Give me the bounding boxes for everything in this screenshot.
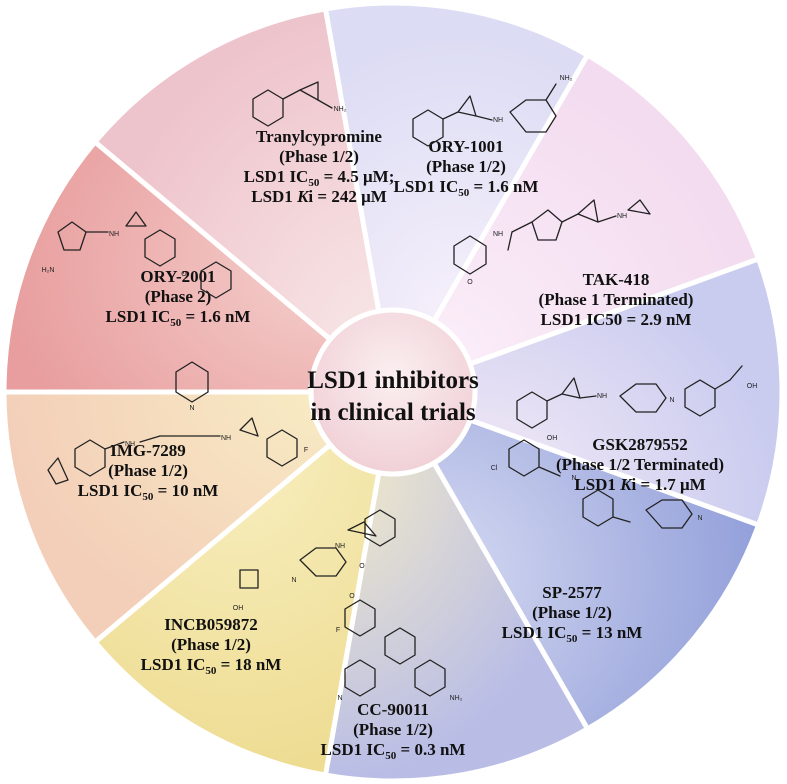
atom-label: N	[697, 515, 702, 522]
drug-phase-img-7289: (Phase 1/2)	[108, 461, 188, 480]
drug-activity-tak-418: LSD1 IC50 = 2.9 nM	[541, 310, 692, 329]
atom-label: N	[189, 405, 194, 412]
atom-label: NH	[335, 543, 345, 550]
drug-phase-tranylcypromine: (Phase 1/2)	[279, 147, 359, 166]
drug-activity-ory-2001: LSD1 IC50 = 1.6 nM	[106, 307, 251, 329]
drug-activity-gsk2879552: LSD1 Ki = 1.7 μM	[574, 475, 705, 494]
drug-name-gsk2879552: GSK2879552	[592, 435, 687, 454]
atom-label: NH₂	[334, 106, 347, 113]
drug-phase-cc-90011: (Phase 1/2)	[353, 720, 433, 739]
drug-name-sp-2577: SP-2577	[542, 583, 602, 602]
structure-tranylcypromine: NH₂	[252, 81, 347, 127]
drug-name-tak-418: TAK-418	[583, 270, 650, 289]
atom-label: N	[669, 397, 674, 404]
center-circle	[308, 307, 478, 477]
drug-name-img-7289: IMG-7289	[110, 441, 186, 460]
drug-activity-incb059872: LSD1 IC50 = 18 nM	[141, 655, 282, 677]
drug-activity-sp-2577: LSD1 IC50 = 13 nM	[502, 623, 643, 645]
atom-label: NH	[597, 393, 607, 400]
structure-img-7289: NH N NH F	[47, 361, 308, 485]
atom-label: O	[359, 563, 365, 570]
drug-phase-ory-1001: (Phase 1/2)	[426, 157, 506, 176]
drug-activity-img-7289: LSD1 IC50 = 10 nM	[78, 481, 219, 503]
atom-label: OH	[233, 605, 244, 612]
atom-label: N	[571, 475, 576, 482]
atom-label: Cl	[491, 465, 498, 472]
atom-label: NH	[493, 117, 503, 124]
atom-label: NH	[125, 441, 135, 448]
drug-activity-cc-90011: LSD1 IC50 = 0.3 nM	[321, 740, 466, 762]
center-title-line2: in clinical trials	[310, 399, 476, 426]
atom-label: N	[291, 577, 296, 584]
atom-label: O	[181, 271, 187, 278]
structure-tak-418: NH NH O	[453, 199, 651, 286]
center-title-line1: LSD1 inhibitors	[307, 367, 479, 394]
atom-label: O	[467, 279, 473, 286]
drug-activity-tranylcypromine: LSD1 Ki = 242 μM	[251, 187, 387, 206]
drug-phase-incb059872: (Phase 1/2)	[171, 635, 251, 654]
structure-incb059872: NH N O OH	[233, 509, 396, 612]
drug-phase-tak-418: (Phase 1 Terminated)	[539, 290, 694, 309]
drug-activity-ory-1001: LSD1 IC50 = 1.6 nM	[394, 177, 539, 199]
atom-label: OH	[547, 435, 558, 442]
drug-activity-tranylcypromine: LSD1 IC50 = 4.5 μM;	[244, 167, 395, 189]
drug-name-cc-90011: CC-90011	[357, 700, 429, 719]
drug-phase-gsk2879552: (Phase 1/2 Terminated)	[556, 455, 724, 474]
atom-label: NH	[617, 213, 627, 220]
structure-sp-2577: Cl OH N N	[491, 435, 703, 529]
atom-label: O	[349, 593, 355, 600]
drug-name-incb059872: INCB059872	[164, 615, 258, 634]
drug-name-ory-1001: ORY-1001	[428, 137, 503, 156]
atom-label: OH	[747, 383, 758, 390]
atom-label: NH	[109, 231, 119, 238]
structure-ory-1001: NH NH₂	[412, 75, 573, 147]
atom-label: NH	[221, 435, 231, 442]
drug-name-ory-2001: ORY-2001	[140, 267, 215, 286]
atom-label: N	[337, 695, 342, 702]
atom-label: F	[336, 627, 340, 634]
structure-ory-2001: H₂N NH O	[42, 211, 232, 299]
atom-label: F	[304, 447, 308, 454]
atom-label: NH	[493, 231, 503, 238]
atom-label: NH₂	[450, 695, 463, 702]
atom-label: NH₂	[560, 75, 573, 82]
drug-phase-ory-2001: (Phase 2)	[145, 287, 212, 306]
structure-gsk2879552: NH N OH	[516, 365, 758, 429]
drug-phase-sp-2577: (Phase 1/2)	[532, 603, 612, 622]
atom-label: H₂N	[42, 267, 55, 274]
structure-cc-90011: O F N NH₂	[336, 593, 463, 702]
label-group: Tranylcypromine(Phase 1/2)LSD1 IC50 = 4.…	[78, 127, 724, 762]
drug-name-tranylcypromine: Tranylcypromine	[256, 127, 382, 146]
